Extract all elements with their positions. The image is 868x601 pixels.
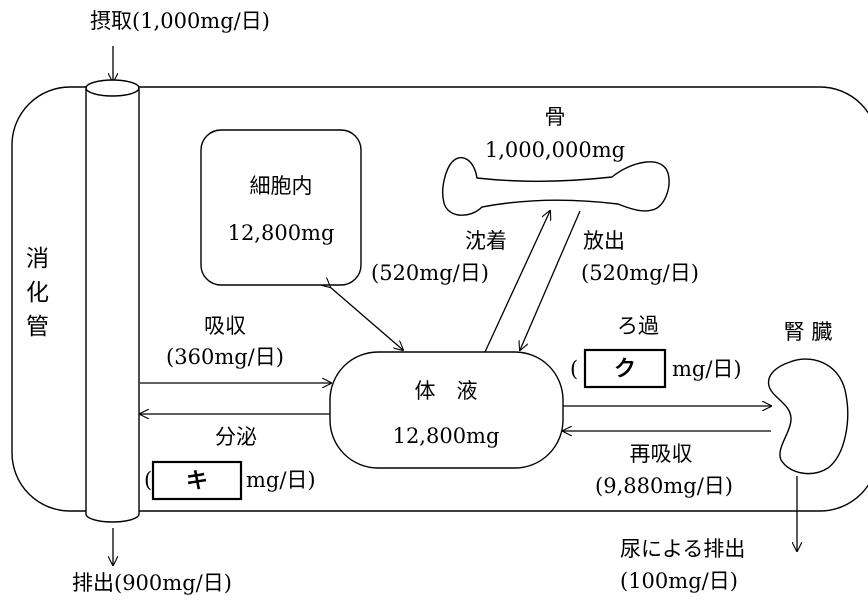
digestive-tract-char-3: 管 <box>26 314 49 340</box>
reabsorption-rate: (9,880mg/日) <box>595 474 733 498</box>
release-arrow <box>520 211 580 350</box>
deposition-rate: (520mg/日) <box>371 261 489 285</box>
bone-amount: 1,000,000mg <box>485 138 625 162</box>
filtration-unit: mg/日) <box>672 357 742 381</box>
intracellular-amount: 12,800mg <box>228 221 335 245</box>
body-fluid-name: 体 液 <box>415 379 478 403</box>
body-fluid-box <box>330 352 563 468</box>
absorption-rate: (360mg/日) <box>166 345 284 369</box>
secretion-label: 分泌 <box>215 425 257 449</box>
reabsorption-label: 再吸収 <box>630 442 693 466</box>
secretion-blank-letter: キ <box>186 469 208 494</box>
intracellular-exchange-arrow-2 <box>343 287 388 326</box>
deposition-label: 沈着 <box>465 229 507 253</box>
digestive-tract <box>86 80 139 522</box>
intracellular-name: 細胞内 <box>250 174 313 198</box>
excretion-gut-label: 排出(900mg/日) <box>72 571 232 595</box>
kidney-name: 腎 臓 <box>784 320 833 344</box>
filtration-label: ろ過 <box>617 314 659 338</box>
release-label: 放出 <box>583 229 625 253</box>
filtration-blank-letter: ク <box>614 357 636 382</box>
digestive-tract-char-2: 化 <box>26 280 49 306</box>
filtration-open-paren: ( <box>570 357 578 381</box>
urine-rate: (100mg/日) <box>620 569 738 593</box>
secretion-open-paren: ( <box>144 468 152 492</box>
urine-label: 尿による排出 <box>620 537 745 561</box>
release-rate: (520mg/日) <box>581 261 699 285</box>
intracellular-exchange-arrow <box>330 287 403 350</box>
body-fluid-amount: 12,800mg <box>393 424 500 448</box>
digestive-tract-char-1: 消 <box>26 246 49 272</box>
bone-name: 骨 <box>545 105 566 129</box>
bone-shape <box>443 158 669 216</box>
kidney-shape <box>769 359 848 473</box>
absorption-label: 吸収 <box>204 314 246 338</box>
secretion-unit: mg/日) <box>246 468 316 492</box>
intracellular-box <box>201 130 361 285</box>
intake-label: 摂取(1,000mg/日) <box>90 9 270 33</box>
